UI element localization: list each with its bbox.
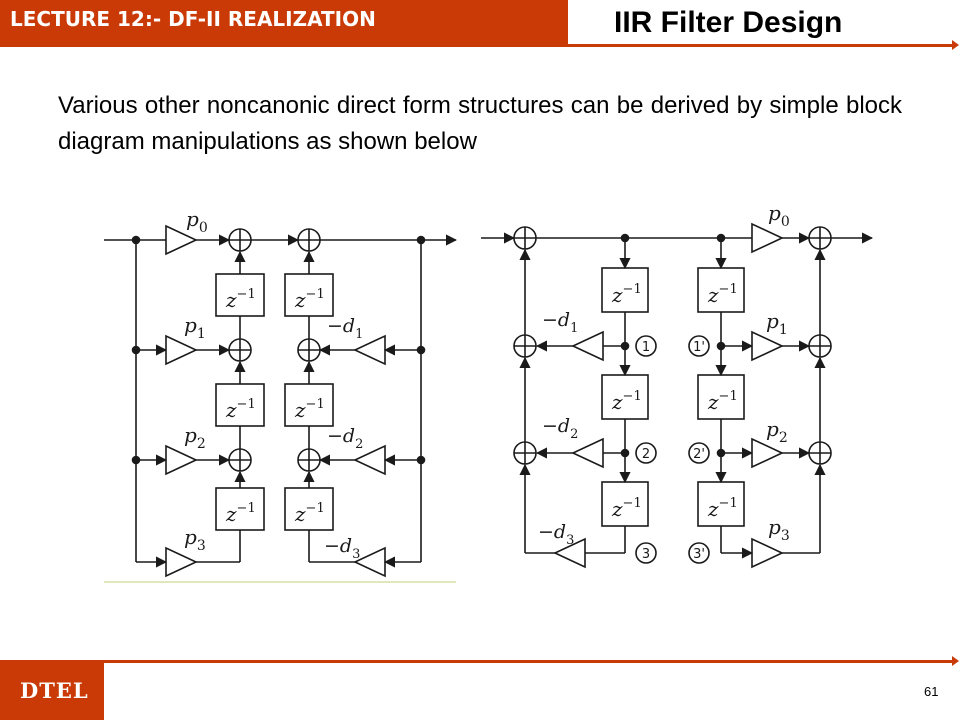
label-p2: p2 (766, 417, 788, 446)
multiplier-p2 (751, 437, 784, 469)
label-p1: p1 (184, 313, 206, 342)
footer-logo-badge (0, 662, 104, 720)
label-z-r2: z−1 (707, 389, 738, 414)
node-3p (688, 542, 710, 564)
node-2p (688, 442, 710, 464)
node-1p (688, 335, 710, 357)
header-banner (0, 0, 568, 46)
label-d3: −d3 (324, 535, 360, 562)
label-z-b1: z−1 (294, 287, 325, 312)
right-diagram (478, 200, 874, 582)
header-arrow-icon (952, 40, 959, 50)
multiplier-p3 (751, 537, 784, 569)
node-label-1p: 1' (693, 340, 705, 355)
label-p1: p1 (766, 309, 788, 338)
label-p2: p2 (184, 423, 206, 452)
label-d1: −d1 (542, 309, 578, 336)
node-2 (635, 442, 657, 464)
label-z-a3: z−1 (225, 501, 256, 526)
node-label-1: 1 (642, 340, 650, 355)
left-diagram (104, 200, 458, 583)
header-rule (0, 44, 956, 47)
label-p3: p3 (768, 515, 790, 544)
footer-arrow-icon (952, 656, 959, 666)
node-label-3: 3 (642, 547, 650, 562)
multiplier-p0 (751, 222, 784, 254)
node-1 (635, 335, 657, 357)
page-number: 61 (924, 684, 939, 699)
label-z-l2: z−1 (611, 389, 642, 414)
lecture-title: LECTURE 12:- DF-II REALIZATION (10, 7, 376, 31)
multiplier-p1 (165, 334, 198, 366)
label-z-a1: z−1 (225, 287, 256, 312)
label-d2: −d2 (542, 415, 578, 442)
label-z-r3: z−1 (707, 496, 738, 521)
label-d2: −d2 (327, 425, 363, 452)
label-z-a2: z−1 (225, 397, 256, 422)
slide-title: IIR Filter Design (614, 6, 843, 39)
label-z-r1: z−1 (707, 282, 738, 307)
footer-brand: DTEL (20, 678, 89, 703)
multiplier-p0 (165, 224, 198, 256)
label-z-l1: z−1 (611, 282, 642, 307)
label-p0: p0 (768, 201, 790, 230)
multiplier-d2 (353, 444, 386, 476)
label-z-l3: z−1 (611, 496, 642, 521)
body-text: Various other noncanonic direct form str… (58, 92, 902, 155)
node-label-2: 2 (642, 447, 650, 462)
label-p3: p3 (184, 525, 206, 554)
multiplier-d3 (353, 546, 386, 578)
multiplier-p3 (165, 546, 198, 578)
label-p0: p0 (186, 207, 208, 236)
label-z-b3: z−1 (294, 501, 325, 526)
node-label-3p: 3' (693, 547, 705, 562)
label-z-b2: z−1 (294, 397, 325, 422)
label-d3: −d3 (538, 521, 574, 548)
multiplier-d1 (353, 334, 386, 366)
footer-rule (0, 660, 956, 663)
node-3 (635, 542, 657, 564)
label-d1: −d1 (327, 315, 363, 342)
multiplier-p2 (165, 444, 198, 476)
multiplier-p1 (751, 330, 784, 362)
node-label-2p: 2' (693, 447, 705, 462)
